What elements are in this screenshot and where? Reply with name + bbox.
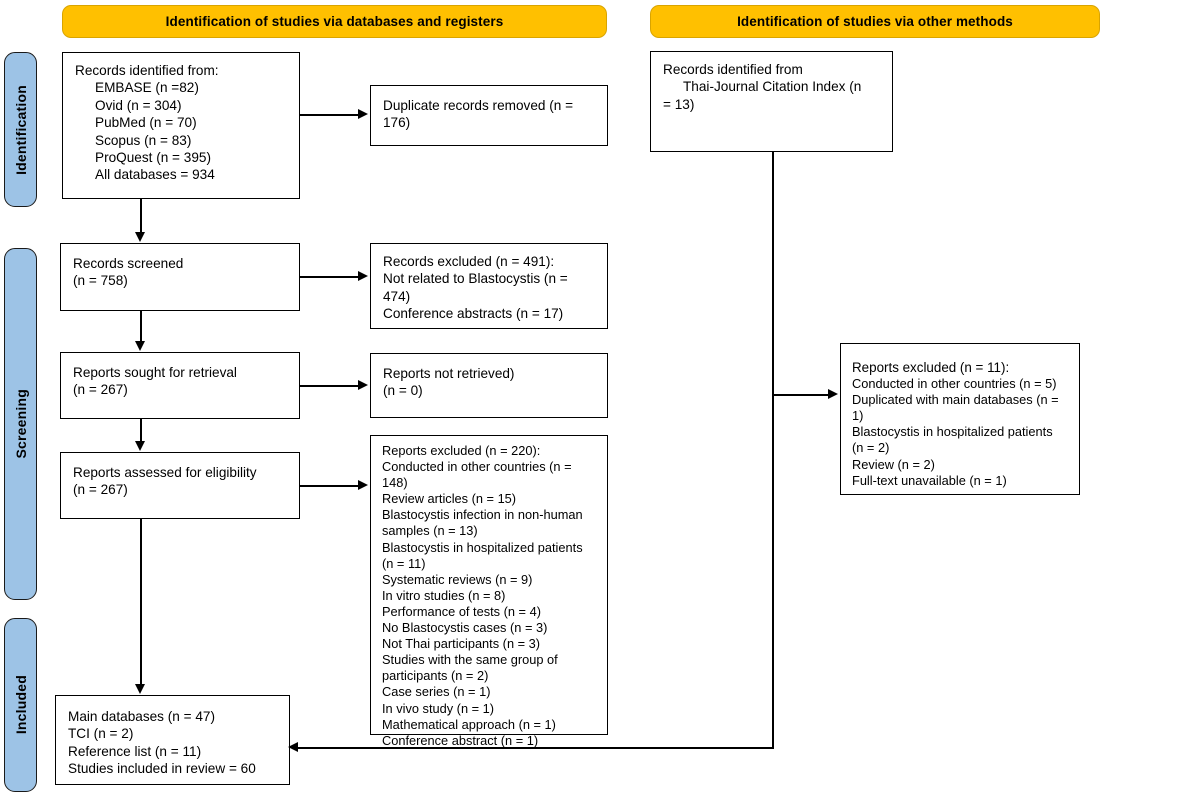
reports-excluded-main-item-17: Conference abstract (n = 1) <box>382 732 539 748</box>
arrowhead-sought-to-assessed <box>135 441 145 451</box>
stage-label-included: Included <box>12 675 29 735</box>
duplicates-removed-line2: 176) <box>383 115 411 131</box>
connector-tci-vertical <box>772 152 774 748</box>
reports-sought-line2: (n = 267) <box>73 382 128 398</box>
arrowhead-identified-to-duplicates <box>358 109 368 119</box>
node-reports-not-retrieved: Reports not retrieved) (n = 0) <box>370 353 608 418</box>
reports-excluded-main-item-0: Conducted in other countries (n = <box>382 459 572 475</box>
reports-not-retrieved-line2: (n = 0) <box>383 383 423 399</box>
banner-other-methods: Identification of studies via other meth… <box>650 5 1100 38</box>
records-identified-other-line2: Thai-Journal Citation Index (n <box>683 79 862 95</box>
stage-tab-included: Included <box>4 618 37 792</box>
reports-excluded-other-item-4: (n = 2) <box>852 440 890 456</box>
included-item-total: Studies included in review = 60 <box>68 761 256 777</box>
reports-excluded-other-item-1: Duplicated with main databases (n = <box>852 392 1059 408</box>
reports-excluded-main-item-4: samples (n = 13) <box>382 523 478 539</box>
records-identified-item-embase: EMBASE (n =82) <box>95 80 199 96</box>
reports-excluded-other-item-0: Conducted in other countries (n = 5) <box>852 376 1057 392</box>
records-screened-line1: Records screened <box>73 256 184 271</box>
arrowhead-assessed-to-excluded-main <box>358 480 368 490</box>
reports-excluded-main-item-16: Mathematical approach (n = 1) <box>382 716 556 732</box>
stage-label-screening: Screening <box>12 389 29 459</box>
included-item-reference-list: Reference list (n = 11) <box>68 743 202 759</box>
records-identified-title: Records identified from: <box>75 63 219 78</box>
records-identified-item-scopus: Scopus (n = 83) <box>95 132 192 148</box>
connector-tci-to-excluded-other <box>772 394 830 396</box>
stage-label-identification: Identification <box>12 84 29 175</box>
reports-excluded-main-item-8: In vitro studies (n = 8) <box>382 587 506 603</box>
records-identified-item-pubmed: PubMed (n = 70) <box>95 115 197 131</box>
reports-excluded-other-item-2: 1) <box>852 408 864 424</box>
records-screened-line2: (n = 758) <box>73 273 128 289</box>
records-identified-item-ovid: Ovid (n = 304) <box>95 97 182 113</box>
reports-excluded-main-item-15: In vivo study (n = 1) <box>382 700 495 716</box>
stage-tab-screening: Screening <box>4 248 37 600</box>
banner-databases-registers: Identification of studies via databases … <box>62 5 607 38</box>
arrowhead-tci-to-excluded-other <box>828 389 838 399</box>
node-records-identified-databases: Records identified from: EMBASE (n =82) … <box>62 52 300 199</box>
arrowhead-identified-to-screened <box>135 232 145 242</box>
reports-excluded-main-item-1: 148) <box>382 475 408 491</box>
reports-excluded-main-item-14: Case series (n = 1) <box>382 684 491 700</box>
reports-excluded-other-item-3: Blastocystis in hospitalized patients <box>852 424 1053 440</box>
node-records-excluded: Records excluded (n = 491): Not related … <box>370 243 608 329</box>
reports-sought-line1: Reports sought for retrieval <box>73 365 237 380</box>
reports-excluded-other-title: Reports excluded (n = 11): <box>852 360 1010 375</box>
arrowhead-screened-to-sought <box>135 341 145 351</box>
included-item-main-databases: Main databases (n = 47) <box>68 709 215 724</box>
reports-excluded-other-item-6: Full-text unavailable (n = 1) <box>852 472 1007 488</box>
records-identified-other-line3: = 13) <box>663 96 695 112</box>
arrowhead-screened-to-excluded <box>358 271 368 281</box>
node-reports-excluded-other: Reports excluded (n = 11): Conducted in … <box>840 343 1080 495</box>
connector-assessed-to-included <box>140 519 142 685</box>
reports-excluded-main-item-7: Systematic reviews (n = 9) <box>382 571 533 587</box>
records-identified-other-title: Records identified from <box>663 62 803 77</box>
connector-screened-to-sought <box>140 311 142 342</box>
reports-excluded-other-item-5: Review (n = 2) <box>852 456 935 472</box>
stage-tab-identification: Identification <box>4 52 37 207</box>
arrowhead-assessed-to-included <box>135 684 145 694</box>
connector-identified-to-screened <box>140 199 142 233</box>
reports-excluded-main-item-2: Review articles (n = 15) <box>382 491 517 507</box>
node-records-identified-other: Records identified from Thai-Journal Cit… <box>650 51 893 152</box>
records-excluded-line2: Not related to Blastocystis (n = <box>383 271 568 287</box>
node-records-screened: Records screened (n = 758) <box>60 243 300 311</box>
arrowhead-sought-to-not-retrieved <box>358 380 368 390</box>
connector-assessed-to-excluded-main <box>300 485 360 487</box>
node-reports-assessed-eligibility: Reports assessed for eligibility (n = 26… <box>60 452 300 519</box>
reports-not-retrieved-line1: Reports not retrieved) <box>383 366 515 381</box>
records-excluded-line4: Conference abstracts (n = 17) <box>383 306 564 322</box>
reports-excluded-main-item-5: Blastocystis in hospitalized patients <box>382 539 583 555</box>
duplicates-removed-line1: Duplicate records removed (n = <box>383 98 574 113</box>
records-excluded-line3: 474) <box>383 288 411 304</box>
connector-sought-to-not-retrieved <box>300 385 360 387</box>
reports-excluded-main-item-13: participants (n = 2) <box>382 668 489 684</box>
reports-excluded-main-item-11: Not Thai participants (n = 3) <box>382 636 541 652</box>
reports-excluded-main-item-3: Blastocystis infection in non-human <box>382 507 583 523</box>
connector-sought-to-assessed <box>140 419 142 442</box>
node-duplicate-records-removed: Duplicate records removed (n = 176) <box>370 85 608 146</box>
node-reports-excluded-main: Reports excluded (n = 220): Conducted in… <box>370 435 608 748</box>
node-included-studies: Main databases (n = 47) TCI (n = 2) Refe… <box>55 695 290 785</box>
reports-excluded-main-title: Reports excluded (n = 220): <box>382 443 541 458</box>
arrowhead-tci-to-included <box>288 742 298 752</box>
reports-assessed-line1: Reports assessed for eligibility <box>73 465 257 480</box>
reports-excluded-main-item-6: (n = 11) <box>382 555 426 571</box>
reports-excluded-main-item-9: Performance of tests (n = 4) <box>382 603 541 619</box>
connector-screened-to-excluded <box>300 276 360 278</box>
banner-databases-label: Identification of studies via databases … <box>165 14 504 29</box>
reports-excluded-main-item-10: No Blastocystis cases (n = 3) <box>382 620 548 636</box>
banner-other-label: Identification of studies via other meth… <box>737 14 1013 29</box>
records-identified-item-all: All databases = 934 <box>95 167 215 183</box>
reports-excluded-main-item-12: Studies with the same group of <box>382 652 558 668</box>
reports-assessed-line2: (n = 267) <box>73 482 128 498</box>
records-excluded-line1: Records excluded (n = 491): <box>383 254 555 269</box>
node-reports-sought-retrieval: Reports sought for retrieval (n = 267) <box>60 352 300 419</box>
records-identified-item-proquest: ProQuest (n = 395) <box>95 150 211 166</box>
connector-identified-to-duplicates <box>300 114 360 116</box>
connector-tci-to-included <box>296 747 774 749</box>
included-item-tci: TCI (n = 2) <box>68 726 134 742</box>
